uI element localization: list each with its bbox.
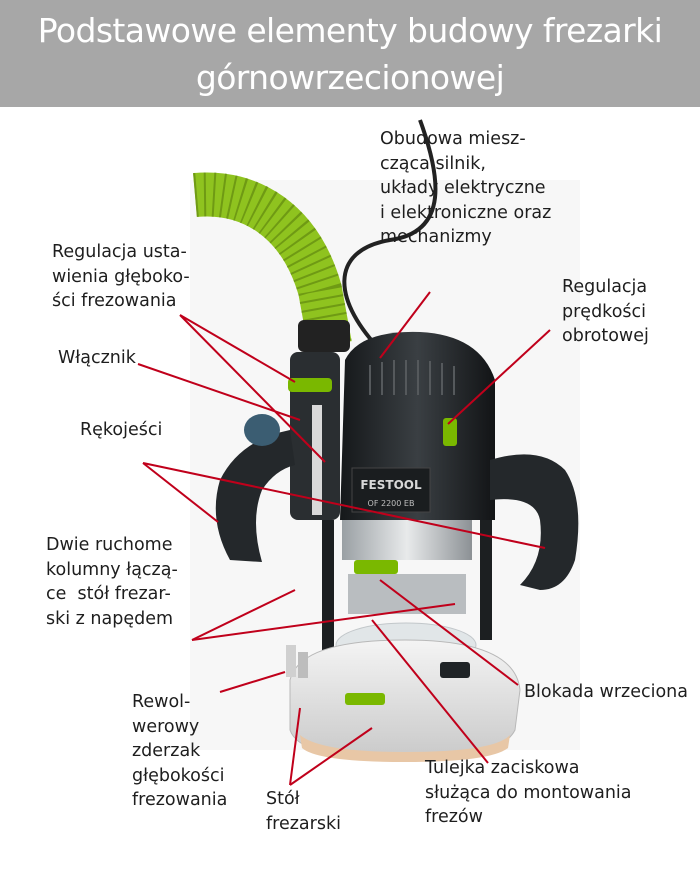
leader-wlacznik [137,363,301,421]
leader-regulacja-ustawienia-b [179,314,296,383]
leader-rewolwerowy [219,671,286,693]
label-wlacznik: Włącznik [58,348,136,368]
title-banner: Podstawowe elementy budowy frezarki górn… [0,0,700,107]
hose-connector [298,320,350,352]
base-lever [345,693,385,705]
spindle-lock-button [354,560,398,574]
leader-lines [137,291,551,786]
left-handle-knob [244,414,280,446]
extraction-hose [193,172,352,349]
leader-tulejka [371,619,489,764]
base-foot [440,662,470,678]
model-text: OF 2200 EB [368,499,415,508]
label-obudowa: Obudowa miesz- cząca silnik, układy elek… [380,129,552,247]
title-line-2: górnowrzecionowej [195,58,505,97]
label-dwie-kolumny: Dwie ruchome kolumny łączą- ce stół frez… [46,535,178,629]
label-rekojesci: Rękojeści [80,420,163,440]
title-line-1: Podstawowe elementy budowy frezarki [37,11,663,50]
speed-dial [443,418,457,446]
leader-rekojesci-a [142,462,219,523]
label-regulacja-ustawienia: Regulacja usta- wienia głęboko- ści frez… [52,242,190,311]
leader-stol-a [289,707,301,786]
revolver-stop-post-2 [298,652,308,678]
leader-stol-b [289,727,373,786]
brand-text: FESTOOL [360,478,422,492]
base-plate [289,639,521,761]
label-regulacja-predkosci: Regulacja prędkości obrotowej [562,277,649,346]
label-tulejka: Tulejka zaciskowa służąca do montowania … [425,758,632,827]
label-blokada: Blokada wrzeciona [524,682,688,702]
label-stol: Stół frezarski [266,789,341,834]
right-handle [490,454,579,590]
motor-skirt [342,520,472,560]
label-rewolwerowy: Rewol- werowy zderzak głębokości frezowa… [132,692,228,810]
depth-adjust-ring [288,378,332,392]
plunge-column-right [480,520,492,640]
leader-kolumny-b [191,603,456,641]
motor-nose [348,574,466,614]
housing-vents [369,360,455,395]
depth-scale [312,405,322,515]
leader-obudowa [379,291,431,359]
power-cable [342,119,438,357]
brand-plate [351,467,431,513]
plunge-column-left [322,520,334,650]
leader-regulacja-predkosci [447,329,551,425]
left-handle [215,430,295,562]
leader-regulacja-ustawienia-a [179,314,326,463]
revolver-stop-post [286,645,296,677]
base-underside [300,735,510,762]
leader-blokada [379,579,519,686]
leader-kolumny-a [191,589,296,641]
leader-rekojesci-b [142,462,546,549]
